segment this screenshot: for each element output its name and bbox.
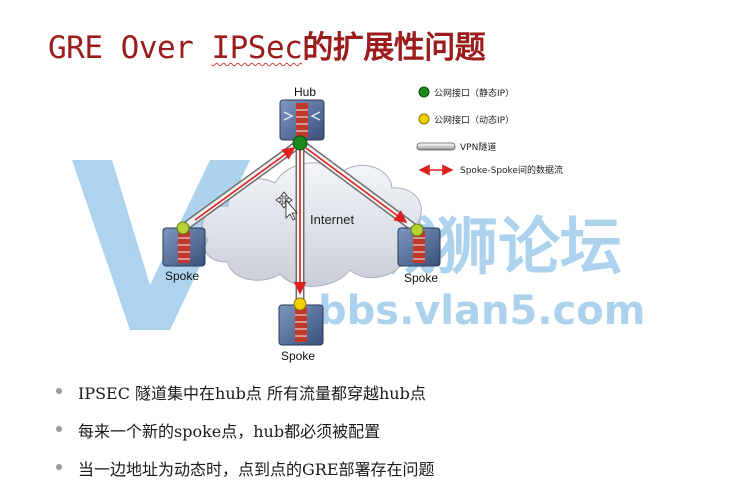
legend-dynamic-ip-icon [418, 113, 430, 125]
watermark-text-url: bbs.vlan5.com [318, 288, 645, 334]
bullet-item: 当一边地址为动态时，点到点的GRE部署存在问题 [56, 456, 435, 494]
watermark-logo-icon [72, 160, 250, 330]
slide-title: GRE Over IPSec的扩展性问题 [48, 22, 486, 67]
internet-label: Internet [310, 212, 354, 227]
bullet-dot-icon [56, 426, 62, 432]
title-part-gre: GRE Over [48, 30, 212, 66]
spoke-bottom-label: Spoke [281, 349, 315, 363]
bullet-item: 每来一个新的spoke点，hub都必须被配置 [56, 418, 435, 456]
bullet-dot-icon [56, 388, 62, 394]
legend: 公网接口（静态IP） 公网接口（动态IP） VPN隧道 Spoke-Spoke间… [416, 86, 563, 176]
bullet-dot-icon [56, 464, 62, 470]
hub-device: Hub [279, 85, 325, 141]
spoke-bottom-dynamic-ip-interface-icon [293, 297, 307, 311]
flow-right [305, 147, 408, 223]
spoke-bottom-device: Spoke [278, 304, 324, 363]
spoke-left-device: Spoke [162, 227, 206, 283]
hub-label: Hub [294, 85, 316, 99]
flow-left [194, 147, 296, 221]
bullet-list: IPSEC 隧道集中在hub点 所有流量都穿越hub点 每来一个新的spoke点… [56, 380, 435, 494]
bullet-item: IPSEC 隧道集中在hub点 所有流量都穿越hub点 [56, 380, 435, 418]
network-diagram: 攻城狮论坛 bbs.vlan5.com Internet Hub Spoke [72, 85, 645, 363]
legend-dynamic-ip-text: 公网接口（动态IP） [434, 114, 514, 126]
legend-vpn-tunnel-icon [416, 142, 456, 151]
spoke-right-label: Spoke [404, 271, 438, 285]
spoke-right-device: Spoke [397, 227, 441, 285]
legend-vpn-tunnel-text: VPN隧道 [460, 141, 496, 153]
data-flows [194, 147, 408, 295]
spoke-left-label: Spoke [165, 269, 199, 283]
title-part-ipsec: IPSec [211, 30, 303, 66]
move-cursor-icon [275, 191, 298, 221]
spoke-right-dynamic-ip-interface-icon [410, 223, 424, 237]
hub-static-ip-interface-icon [292, 135, 308, 151]
legend-static-ip-text: 公网接口（静态IP） [434, 87, 514, 99]
spoke-left-dynamic-ip-interface-icon [176, 221, 190, 235]
title-part-rest: 的扩展性问题 [302, 30, 486, 66]
legend-static-ip-icon [418, 86, 430, 98]
legend-data-flow-text: Spoke-Spoke间的数据流 [460, 164, 563, 176]
